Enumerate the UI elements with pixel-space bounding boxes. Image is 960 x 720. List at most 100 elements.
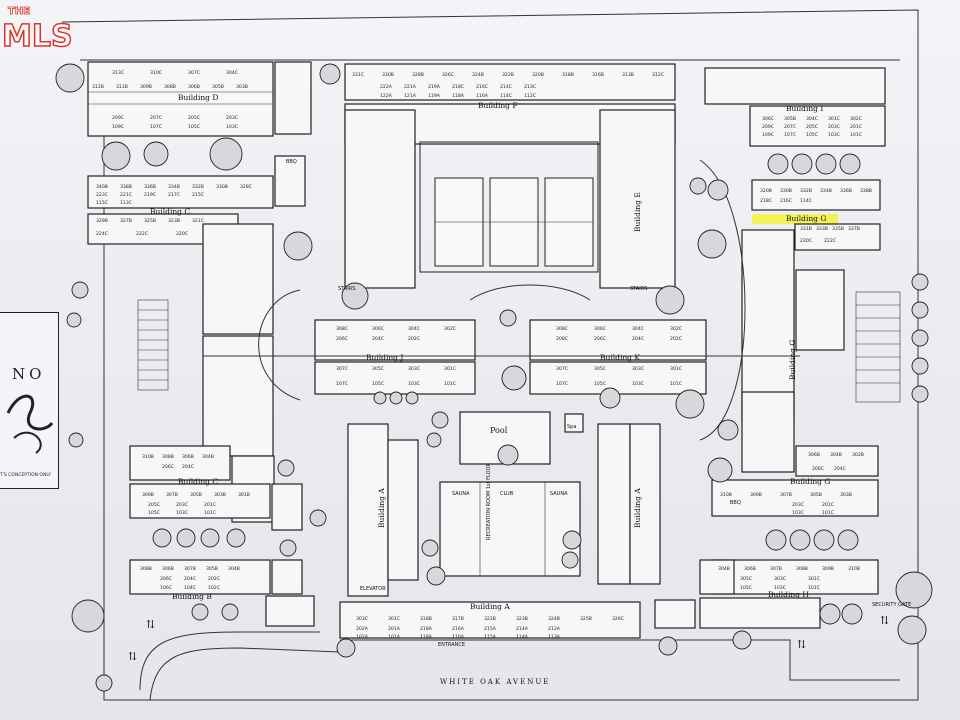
unit-number: 309B <box>140 84 152 90</box>
unit-number: 306B <box>162 566 174 572</box>
trees <box>55 63 933 692</box>
tree-icon <box>209 137 243 171</box>
tree-icon <box>658 636 678 656</box>
unit-number: 322B <box>484 616 496 622</box>
pool-area <box>459 411 584 465</box>
driveway-left <box>139 631 320 691</box>
unit-number: 118A <box>420 634 433 640</box>
unit-number: 304B <box>718 566 730 572</box>
unit-number: 320B <box>532 72 544 78</box>
unit-number: 305B <box>810 492 822 498</box>
building-g-upper <box>741 179 881 421</box>
svg-text:⇅: ⇅ <box>797 638 806 651</box>
unit-number: 119A <box>428 93 441 99</box>
unit-number: 105C <box>806 132 818 138</box>
unit-number: 308B <box>140 566 152 572</box>
unit-number: 307B <box>184 566 196 572</box>
label-recreation: RECREATION ROOM 1st FLOOR <box>486 462 492 540</box>
tree-icon <box>319 63 341 85</box>
unit-number: 322B <box>502 72 514 78</box>
unit-number: 313C <box>112 70 124 76</box>
unit-number: 115C <box>96 200 108 206</box>
unit-number: 303B <box>840 492 852 498</box>
tree-icon <box>911 385 929 403</box>
unit-number: 112C <box>524 93 536 99</box>
unit-number: 105C <box>594 381 606 387</box>
tree-icon <box>499 309 517 327</box>
unit-number: 103C <box>792 510 804 516</box>
tree-icon <box>789 529 811 551</box>
tree-icon <box>839 153 861 175</box>
unit-number: 216C <box>476 84 488 90</box>
unit-number: 106C <box>160 585 172 591</box>
unit-number: 203C <box>176 502 188 508</box>
label-building-g-lower: Building G <box>790 477 830 486</box>
unit-number: 332B <box>800 188 812 194</box>
unit-number: 201C <box>850 124 862 130</box>
unit-number: 312C <box>652 72 664 78</box>
unit-number: 317B <box>452 616 464 622</box>
label-sauna-right: SAUNA <box>550 491 568 497</box>
unit-number: 114C <box>500 93 512 99</box>
unit-number: 206C <box>594 336 606 342</box>
label-building-g-highlight: Building G <box>786 214 826 223</box>
tree-icon <box>841 603 863 625</box>
unit-number: 340B <box>96 184 108 190</box>
tree-icon <box>277 459 295 477</box>
label-building-c-upper: Building C <box>150 207 190 216</box>
unit-number: 307B <box>166 492 178 498</box>
tree-icon <box>911 357 929 375</box>
unit-number: 201C <box>822 502 834 508</box>
label-building-a-bottom: Building A <box>470 602 510 611</box>
unit-number: 308B <box>162 454 174 460</box>
unit-number: 103C <box>408 381 420 387</box>
unit-number: 304C <box>408 326 420 332</box>
building-h <box>654 597 821 629</box>
tree-icon <box>765 529 787 551</box>
unit-number: 114A <box>516 634 529 640</box>
unit-number: 338B <box>860 188 872 194</box>
label-stairs-2: STAIRS <box>630 286 647 292</box>
tree-icon <box>143 141 169 167</box>
unit-number: 301C <box>670 366 682 372</box>
unit-number: 304C <box>226 70 238 76</box>
tree-icon <box>895 571 933 609</box>
tree-icon <box>279 539 297 557</box>
unit-number: 209C <box>762 124 774 130</box>
unit-number: 101A <box>388 634 401 640</box>
unit-number: 103C <box>632 381 644 387</box>
unit-number: 309B <box>822 566 834 572</box>
unit-number: 303C <box>356 616 368 622</box>
unit-number: 206C <box>162 464 174 470</box>
unit-number: 207C <box>784 124 796 130</box>
unit-number: 326C <box>442 72 454 78</box>
unit-number: 214C <box>500 84 512 90</box>
unit-number: 320B <box>760 188 772 194</box>
brand-note: T'S CONCEPTION ONLY <box>0 473 52 478</box>
tree-icon <box>689 177 707 195</box>
building-d <box>87 61 312 137</box>
unit-number: 307B <box>770 566 782 572</box>
unit-number: 222C <box>136 231 148 237</box>
unit-number: 303C <box>632 366 644 372</box>
unit-number: 105C <box>148 510 160 516</box>
unit-number: 115A <box>484 634 497 640</box>
building-j <box>314 319 476 395</box>
unit-number: 311B <box>116 84 128 90</box>
tree-icon <box>101 141 131 171</box>
unit-number: 122A <box>380 93 393 99</box>
label-elevator: ELEVATOR <box>360 586 386 592</box>
tree-icon <box>283 231 313 261</box>
unit-number: 304B <box>228 566 240 572</box>
tree-icon <box>707 179 729 201</box>
building-a-bottom <box>339 601 641 639</box>
unit-number: 303C <box>408 366 420 372</box>
unit-number: 101C <box>444 381 456 387</box>
tree-icon <box>341 282 369 310</box>
label-building-i: Building I <box>786 104 823 113</box>
tree-icon <box>815 153 837 175</box>
unit-number: 121A <box>404 93 417 99</box>
label-stairs-1: STAIRS <box>338 286 355 292</box>
tree-icon <box>813 529 835 551</box>
